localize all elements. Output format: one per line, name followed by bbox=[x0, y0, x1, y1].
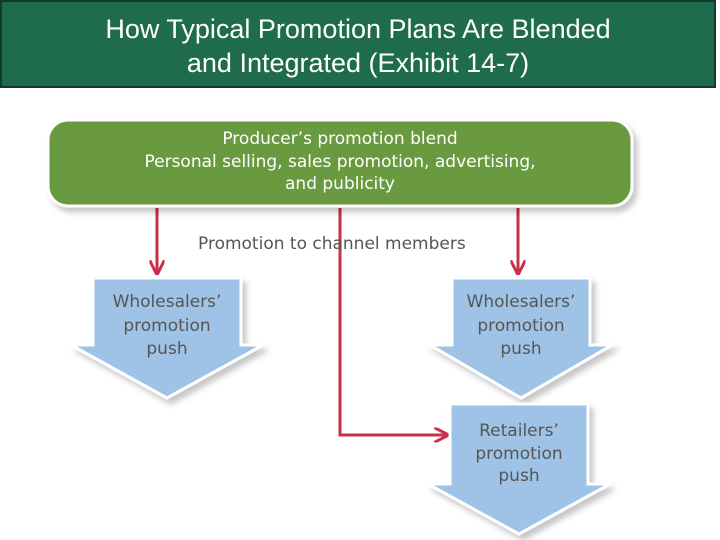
title-bar: How Typical Promotion Plans Are Blended … bbox=[0, 0, 716, 88]
connectors bbox=[157, 208, 518, 435]
producer-blend-line-3: and publicity bbox=[285, 174, 395, 194]
left-wholesalers-line-1: Wholesalers’ bbox=[113, 292, 222, 312]
retailers-push-arrow: Retailers’ promotion push bbox=[427, 402, 611, 536]
right-wholesalers-line-2: promotion bbox=[477, 316, 564, 336]
left-wholesalers-push-arrow: Wholesalers’ promotion push bbox=[70, 276, 264, 400]
left-wholesalers-line-3: push bbox=[146, 339, 187, 359]
page-title: How Typical Promotion Plans Are Blended … bbox=[2, 12, 714, 80]
retailers-line-1: Retailers’ bbox=[479, 421, 559, 441]
retailers-line-2: promotion bbox=[475, 444, 562, 464]
connector-to-retailers bbox=[338, 208, 446, 435]
channel-members-label: Promotion to channel members bbox=[198, 234, 466, 254]
left-wholesalers-line-2: promotion bbox=[123, 316, 210, 336]
producer-blend-heading: Producer’s promotion blend bbox=[222, 129, 457, 149]
right-wholesalers-push-arrow: Wholesalers’ promotion push bbox=[424, 276, 618, 400]
right-wholesalers-line-1: Wholesalers’ bbox=[467, 292, 576, 312]
producer-promotion-blend-box: Producer’s promotion blend Personal sell… bbox=[46, 118, 634, 208]
retailers-line-3: push bbox=[498, 466, 539, 486]
right-wholesalers-line-3: push bbox=[500, 339, 541, 359]
title-line-2: and Integrated (Exhibit 14-7) bbox=[186, 48, 530, 78]
producer-blend-line-2: Personal selling, sales promotion, adver… bbox=[144, 152, 535, 172]
title-line-1: How Typical Promotion Plans Are Blended bbox=[105, 14, 611, 44]
